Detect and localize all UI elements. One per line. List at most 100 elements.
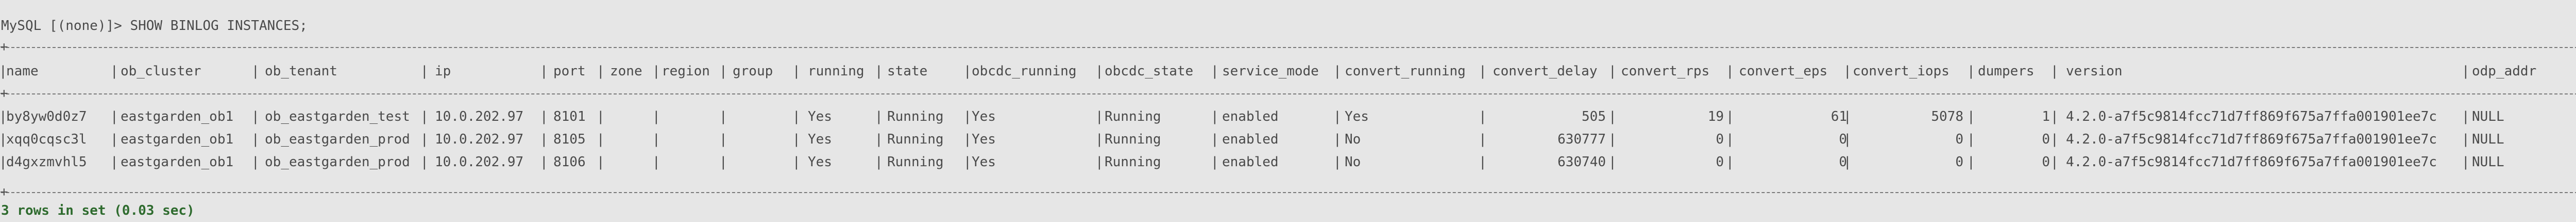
cell-convert-iops: 5078 <box>1931 109 1963 124</box>
column-header-convert-iops: convert_iops <box>1853 64 1950 79</box>
cell-odp-addr: NULL <box>2472 109 2504 124</box>
column-header-ip: ip <box>435 64 451 79</box>
column-separator: | <box>652 132 660 147</box>
cell-dumpers: 0 <box>2042 132 2050 147</box>
column-separator: | <box>2050 154 2059 170</box>
cell-ob-cluster: eastgarden_ob1 <box>121 109 234 124</box>
column-separator: | <box>652 109 660 124</box>
column-separator: | <box>1095 154 1104 170</box>
column-separator: | <box>792 154 801 170</box>
table-header-row: ||||||||||||||||||||||nameob_clusterob_t… <box>0 60 2576 83</box>
cell-obcdc-state: Running <box>1105 154 1161 170</box>
cell-version: 4.2.0-a7f5c9814fcc71d7ff869f675a7ffa0019… <box>2066 109 2437 124</box>
cell-odp-addr: NULL <box>2472 154 2504 170</box>
cell-ip: 10.0.202.97 <box>435 132 524 147</box>
column-separator: | <box>1608 109 1617 124</box>
column-separator: | <box>1608 64 1617 79</box>
cell-dumpers: 1 <box>2042 109 2050 124</box>
cell-zone <box>610 151 651 173</box>
column-header-zone: zone <box>610 64 642 79</box>
column-header-running: running <box>808 64 865 79</box>
table-border-top <box>0 36 2576 58</box>
column-header-region: region <box>662 64 710 79</box>
cell-port: 8106 <box>553 154 586 170</box>
column-separator: | <box>1479 64 1487 79</box>
cell-zone <box>610 105 651 128</box>
column-separator: | <box>540 64 548 79</box>
column-header-obcdc-state: obcdc_state <box>1105 64 1194 79</box>
column-separator: | <box>792 132 801 147</box>
column-separator: | <box>251 109 260 124</box>
column-header-port: port <box>553 64 586 79</box>
column-separator: | <box>597 132 605 147</box>
cell-service-mode: enabled <box>1222 109 1279 124</box>
column-separator: | <box>0 64 7 79</box>
cell-zone <box>610 128 651 151</box>
column-separator: | <box>875 132 883 147</box>
sql-prompt-line: MySQL [(none)]> SHOW BINLOG INSTANCES; <box>1 18 308 34</box>
cell-running: Yes <box>808 109 832 124</box>
column-separator: | <box>1211 154 1219 170</box>
column-separator: | <box>1479 109 1487 124</box>
cell-running: Yes <box>808 132 832 147</box>
cell-convert-eps: 0 <box>1839 132 1847 147</box>
column-separator: | <box>652 64 660 79</box>
cell-obcdc-running: Yes <box>972 109 996 124</box>
column-header-dumpers: dumpers <box>1978 64 2035 79</box>
cell-port: 8101 <box>553 109 586 124</box>
column-header-ob-cluster: ob_cluster <box>121 64 201 79</box>
column-separator: | <box>2050 132 2059 147</box>
column-separator: | <box>1726 109 1734 124</box>
column-header-convert-eps: convert_eps <box>1739 64 1828 79</box>
column-separator: | <box>719 154 727 170</box>
cell-ob-cluster: eastgarden_ob1 <box>121 132 234 147</box>
column-separator: | <box>792 64 801 79</box>
cell-running: Yes <box>808 154 832 170</box>
cell-state: Running <box>887 132 944 147</box>
column-separator: | <box>251 132 260 147</box>
cell-convert-running: Yes <box>1345 109 1369 124</box>
column-separator: | <box>963 154 972 170</box>
column-separator: | <box>719 64 727 79</box>
column-separator: | <box>1333 64 1342 79</box>
table-row: ||||||||||||||||||||||by8yw0d0z7eastgard… <box>0 105 2576 128</box>
column-separator: | <box>1967 64 1975 79</box>
column-separator: | <box>963 109 972 124</box>
cell-name: xqq0cqsc3l <box>6 132 87 147</box>
cell-convert-delay: 505 <box>1582 109 1606 124</box>
cell-group <box>733 128 789 151</box>
cell-region <box>662 151 718 173</box>
cell-port: 8105 <box>553 132 586 147</box>
column-separator: | <box>597 109 605 124</box>
column-separator: | <box>1967 109 1975 124</box>
cell-obcdc-state: Running <box>1105 109 1161 124</box>
column-separator: | <box>1608 154 1617 170</box>
column-separator: | <box>0 154 7 170</box>
cell-obcdc-state: Running <box>1105 132 1161 147</box>
column-separator: | <box>1211 109 1219 124</box>
cell-convert-iops: 0 <box>1955 154 1963 170</box>
cell-ob-cluster: eastgarden_ob1 <box>121 154 234 170</box>
column-separator: | <box>110 64 118 79</box>
column-separator: | <box>1967 154 1975 170</box>
column-separator: | <box>1843 154 1852 170</box>
table-border-header <box>0 82 2576 105</box>
cell-odp-addr: NULL <box>2472 132 2504 147</box>
cell-convert-iops: 0 <box>1955 132 1963 147</box>
column-separator: | <box>1095 109 1104 124</box>
cell-service-mode: enabled <box>1222 132 1279 147</box>
cell-ob-tenant: ob_eastgarden_test <box>265 109 410 124</box>
column-separator: | <box>1726 64 1734 79</box>
cell-state: Running <box>887 154 944 170</box>
column-header-group: group <box>733 64 773 79</box>
column-separator: | <box>1726 132 1734 147</box>
column-header-service-mode: service_mode <box>1222 64 1319 79</box>
cell-group <box>733 105 789 128</box>
column-separator: | <box>1843 109 1852 124</box>
column-separator: | <box>1843 64 1852 79</box>
column-separator: | <box>420 109 429 124</box>
table-row: ||||||||||||||||||||||xqq0cqsc3leastgard… <box>0 128 2576 151</box>
column-separator: | <box>0 132 7 147</box>
cell-obcdc-running: Yes <box>972 132 996 147</box>
